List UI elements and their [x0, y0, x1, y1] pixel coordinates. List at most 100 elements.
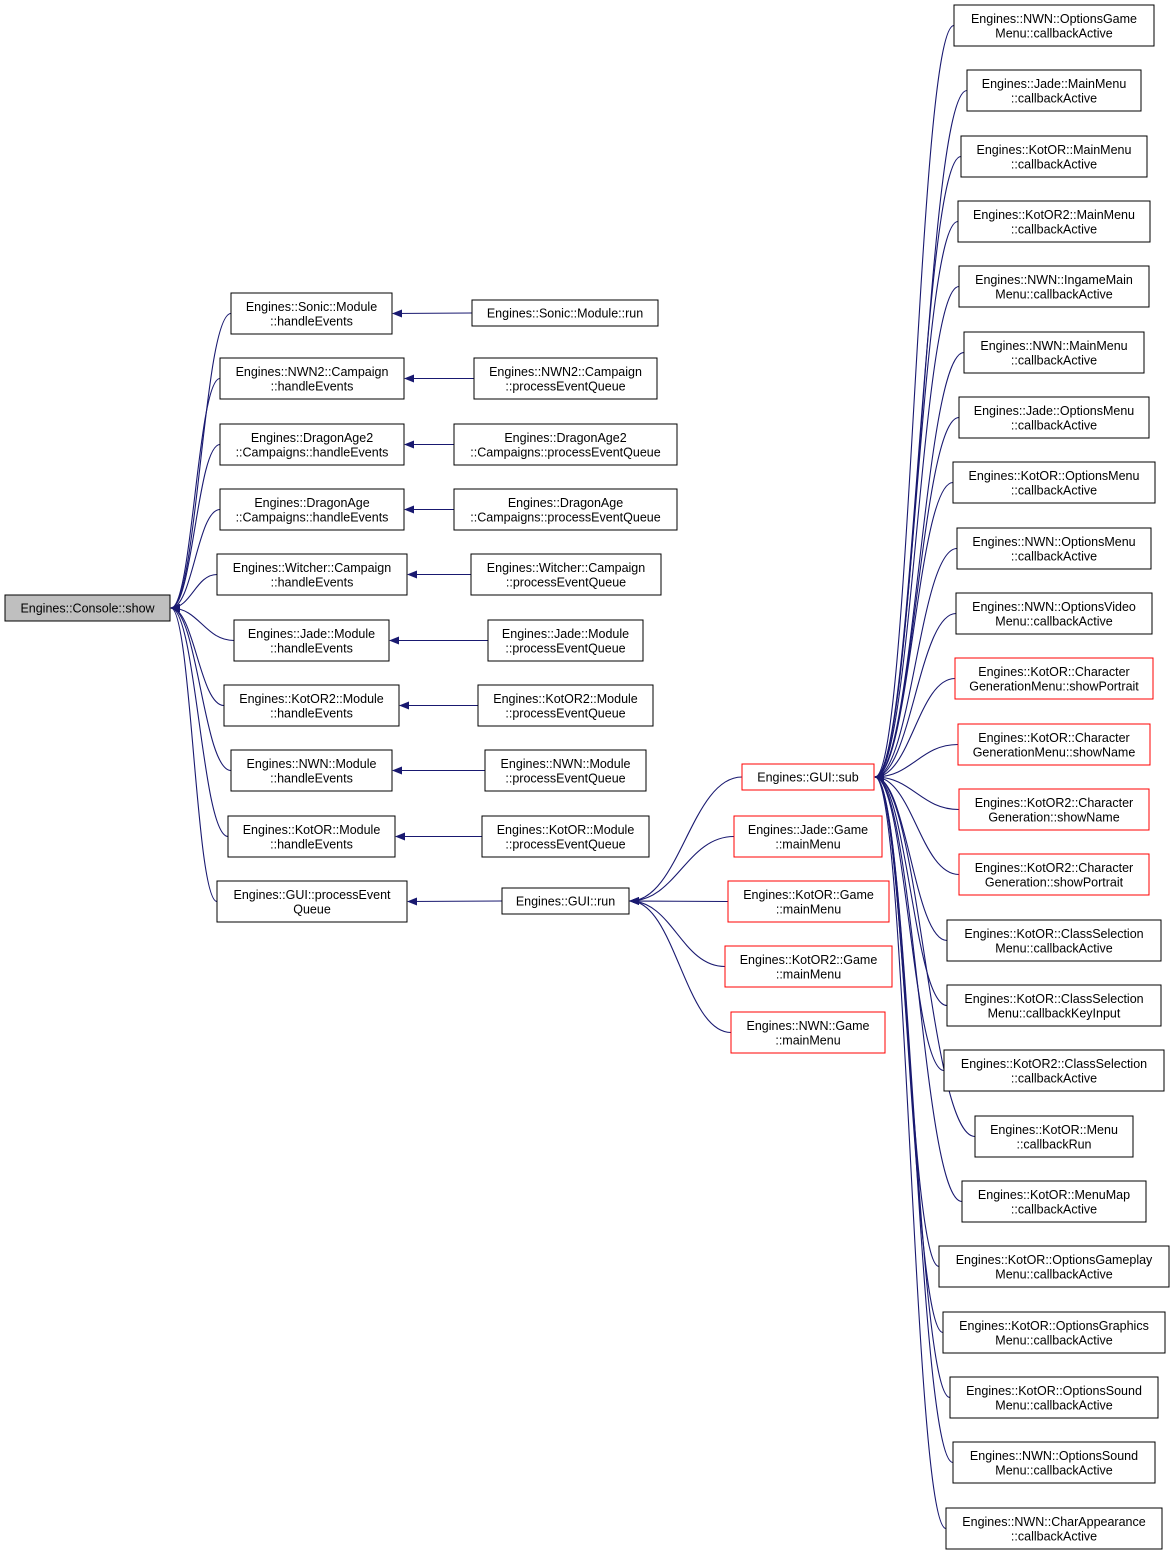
node-r23[interactable]: Engines::NWN::OptionsSoundMenu::callback… — [952, 1441, 1156, 1484]
node-nwn_game_mm[interactable]: Engines::NWN::Game::mainMenu — [730, 1011, 886, 1054]
node-box[interactable] — [219, 423, 405, 466]
node-box[interactable] — [946, 984, 1162, 1027]
node-box[interactable] — [730, 1011, 886, 1054]
node-box[interactable] — [233, 619, 390, 662]
node-box[interactable] — [471, 299, 659, 327]
node-r1[interactable]: Engines::NWN::OptionsGameMenu::callbackA… — [953, 4, 1155, 47]
node-box[interactable] — [223, 684, 400, 727]
node-r13[interactable]: Engines::KotOR2::CharacterGeneration::sh… — [958, 788, 1150, 831]
node-box[interactable] — [943, 1049, 1165, 1092]
node-box[interactable] — [946, 919, 1162, 962]
node-kotor_module_peq[interactable]: Engines::KotOR::Module::processEventQueu… — [481, 815, 650, 858]
node-r9[interactable]: Engines::NWN::OptionsMenu::callbackActiv… — [956, 527, 1152, 570]
node-sonic_module_he[interactable]: Engines::Sonic::Module::handleEvents — [230, 292, 393, 335]
node-box[interactable] — [945, 1507, 1163, 1550]
node-r5[interactable]: Engines::NWN::IngameMainMenu::callbackAc… — [958, 265, 1150, 308]
node-jade_module_peq[interactable]: Engines::Jade::Module::processEventQueue — [487, 619, 644, 662]
node-box[interactable] — [733, 815, 883, 858]
node-box[interactable] — [501, 887, 630, 915]
node-r14[interactable]: Engines::KotOR2::CharacterGeneration::sh… — [958, 853, 1150, 896]
node-r10[interactable]: Engines::NWN::OptionsVideoMenu::callback… — [955, 592, 1153, 635]
node-box[interactable] — [958, 396, 1150, 439]
node-da_campaigns_he[interactable]: Engines::DragonAge::Campaigns::handleEve… — [219, 488, 405, 531]
node-box[interactable] — [230, 292, 393, 335]
node-da2_campaigns_he[interactable]: Engines::DragonAge2::Campaigns::handleEv… — [219, 423, 405, 466]
node-box[interactable] — [227, 815, 396, 858]
node-gui_peq[interactable]: Engines::GUI::processEventQueue — [216, 880, 408, 923]
node-kotor_module_he[interactable]: Engines::KotOR::Module::handleEvents — [227, 815, 396, 858]
node-r2[interactable]: Engines::Jade::MainMenu::callbackActive — [966, 69, 1142, 112]
node-r20[interactable]: Engines::KotOR::OptionsGameplayMenu::cal… — [938, 1245, 1170, 1288]
node-box[interactable] — [741, 763, 875, 791]
node-box[interactable] — [484, 749, 647, 792]
node-box[interactable] — [453, 488, 678, 531]
node-box[interactable] — [957, 200, 1151, 243]
node-witcher_campaign_he[interactable]: Engines::Witcher::Campaign::handleEvents — [216, 553, 408, 596]
node-box[interactable] — [949, 1376, 1159, 1419]
node-r22[interactable]: Engines::KotOR::OptionsSoundMenu::callba… — [949, 1376, 1159, 1419]
node-box[interactable] — [963, 331, 1145, 374]
node-r15[interactable]: Engines::KotOR::ClassSelectionMenu::call… — [946, 919, 1162, 962]
node-box[interactable] — [473, 357, 658, 400]
node-r11[interactable]: Engines::KotOR::CharacterGenerationMenu:… — [954, 657, 1154, 700]
node-box[interactable] — [952, 1441, 1156, 1484]
node-box[interactable] — [942, 1311, 1166, 1354]
node-box[interactable] — [470, 553, 662, 596]
node-box[interactable] — [4, 594, 171, 622]
node-da2_campaigns_peq[interactable]: Engines::DragonAge2::Campaigns::processE… — [453, 423, 678, 466]
node-box[interactable] — [481, 815, 650, 858]
node-box[interactable] — [960, 135, 1148, 178]
node-witcher_campaign_peq[interactable]: Engines::Witcher::Campaign::processEvent… — [470, 553, 662, 596]
node-r21[interactable]: Engines::KotOR::OptionsGraphicsMenu::cal… — [942, 1311, 1166, 1354]
node-box[interactable] — [727, 880, 890, 923]
node-jade_game_mm[interactable]: Engines::Jade::Game::mainMenu — [733, 815, 883, 858]
node-box[interactable] — [952, 461, 1156, 504]
node-box[interactable] — [219, 488, 405, 531]
node-box[interactable] — [958, 265, 1150, 308]
node-r3[interactable]: Engines::KotOR::MainMenu::callbackActive — [960, 135, 1148, 178]
node-r8[interactable]: Engines::KotOR::OptionsMenu::callbackAct… — [952, 461, 1156, 504]
node-kotor_game_mm[interactable]: Engines::KotOR::Game::mainMenu — [727, 880, 890, 923]
node-box[interactable] — [974, 1115, 1134, 1158]
node-r16[interactable]: Engines::KotOR::ClassSelectionMenu::call… — [946, 984, 1162, 1027]
node-nwn2_campaign_he[interactable]: Engines::NWN2::Campaign::handleEvents — [219, 357, 405, 400]
node-r19[interactable]: Engines::KotOR::MenuMap::callbackActive — [961, 1180, 1147, 1223]
node-box[interactable] — [724, 945, 893, 988]
node-r12[interactable]: Engines::KotOR::CharacterGenerationMenu:… — [957, 723, 1151, 766]
node-box[interactable] — [953, 4, 1155, 47]
node-nwn2_campaign_peq[interactable]: Engines::NWN2::Campaign::processEventQue… — [473, 357, 658, 400]
node-box[interactable] — [477, 684, 654, 727]
node-kotor2_module_he[interactable]: Engines::KotOR2::Module::handleEvents — [223, 684, 400, 727]
node-kotor2_module_peq[interactable]: Engines::KotOR2::Module::processEventQue… — [477, 684, 654, 727]
node-r24[interactable]: Engines::NWN::CharAppearance::callbackAc… — [945, 1507, 1163, 1550]
node-box[interactable] — [961, 1180, 1147, 1223]
node-box[interactable] — [216, 880, 408, 923]
node-nwn_module_peq[interactable]: Engines::NWN::Module::processEventQueue — [484, 749, 647, 792]
node-box[interactable] — [216, 553, 408, 596]
node-r6[interactable]: Engines::NWN::MainMenu::callbackActive — [963, 331, 1145, 374]
node-box[interactable] — [938, 1245, 1170, 1288]
node-r18[interactable]: Engines::KotOR::Menu::callbackRun — [974, 1115, 1134, 1158]
node-r17[interactable]: Engines::KotOR2::ClassSelection::callbac… — [943, 1049, 1165, 1092]
node-box[interactable] — [219, 357, 405, 400]
node-box[interactable] — [957, 723, 1151, 766]
node-kotor2_game_mm[interactable]: Engines::KotOR2::Game::mainMenu — [724, 945, 893, 988]
node-box[interactable] — [230, 749, 393, 792]
node-sonic_module_run[interactable]: Engines::Sonic::Module::run — [471, 299, 659, 327]
node-box[interactable] — [955, 592, 1153, 635]
node-nwn_module_he[interactable]: Engines::NWN::Module::handleEvents — [230, 749, 393, 792]
node-gui_sub[interactable]: Engines::GUI::sub — [741, 763, 875, 791]
node-box[interactable] — [487, 619, 644, 662]
node-box[interactable] — [966, 69, 1142, 112]
node-box[interactable] — [453, 423, 678, 466]
node-box[interactable] — [956, 527, 1152, 570]
node-da_campaigns_peq[interactable]: Engines::DragonAge::Campaigns::processEv… — [453, 488, 678, 531]
node-r4[interactable]: Engines::KotOR2::MainMenu::callbackActiv… — [957, 200, 1151, 243]
node-box[interactable] — [954, 657, 1154, 700]
node-gui_run[interactable]: Engines::GUI::run — [501, 887, 630, 915]
node-box[interactable] — [958, 788, 1150, 831]
node-box[interactable] — [958, 853, 1150, 896]
node-console_show[interactable]: Engines::Console::show — [4, 594, 171, 622]
node-r7[interactable]: Engines::Jade::OptionsMenu::callbackActi… — [958, 396, 1150, 439]
node-jade_module_he[interactable]: Engines::Jade::Module::handleEvents — [233, 619, 390, 662]
